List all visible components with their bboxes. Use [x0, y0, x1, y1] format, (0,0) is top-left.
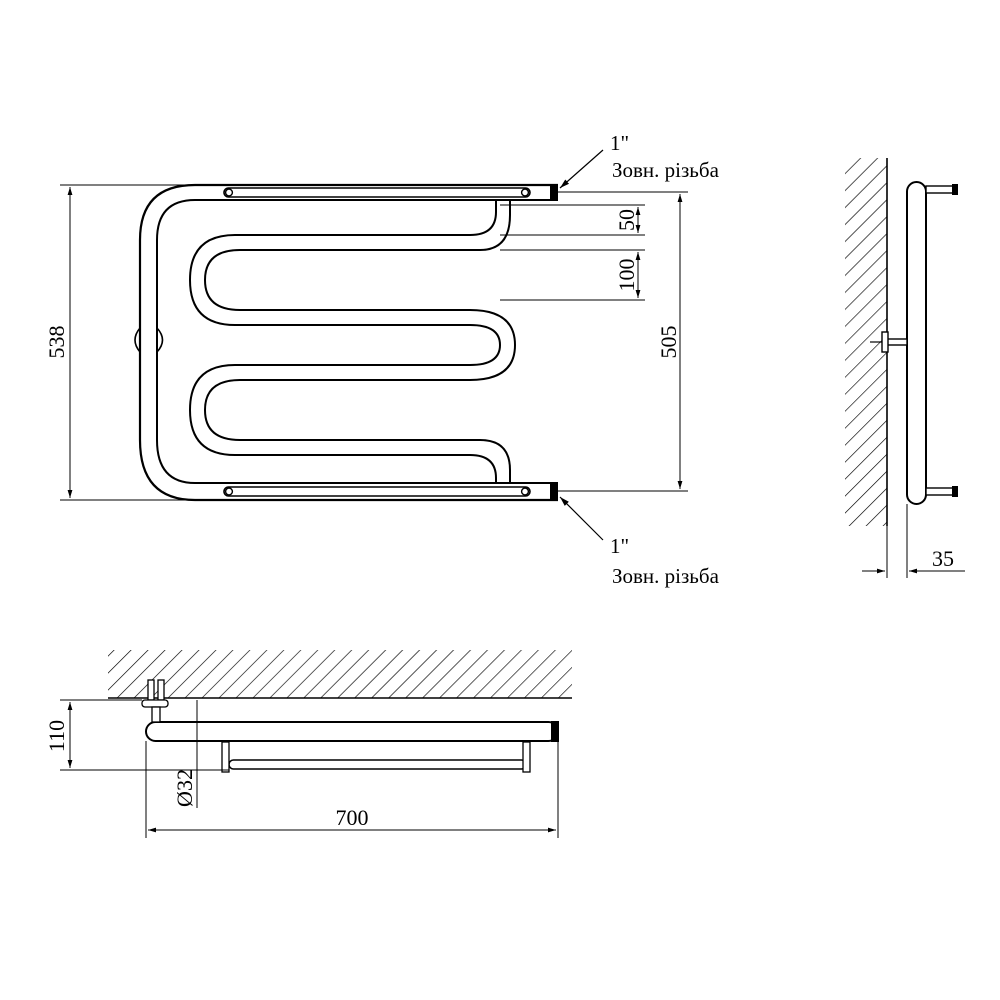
bottom-bar-screw-left	[224, 487, 234, 496]
dim-505: 505	[656, 326, 681, 359]
top-bar-screw-right	[520, 188, 530, 197]
top-thread-end	[550, 184, 558, 201]
top-wall-hatch	[108, 650, 572, 698]
bottom-bar-screw-right	[520, 487, 530, 496]
dim-50: 50	[614, 209, 639, 231]
bottom-thread-label: Зовн. різьба	[612, 564, 720, 588]
top-tube	[145, 721, 559, 742]
bottom-thread-end	[550, 482, 558, 499]
top-thread-label: Зовн. різьба	[612, 158, 720, 182]
dim-700: 700	[336, 805, 369, 830]
bottom-thread-size: 1"	[610, 534, 629, 558]
top-bar-screw-left	[224, 188, 234, 197]
side-view	[845, 158, 965, 578]
front-view	[60, 149, 688, 541]
top-thread-size: 1"	[610, 131, 629, 155]
dim-35: 35	[932, 546, 954, 571]
side-tube	[906, 181, 927, 505]
dim-110: 110	[44, 720, 69, 752]
serpentine-tube-outer	[203, 200, 517, 483]
top-view	[60, 650, 572, 838]
dim-100: 100	[614, 259, 639, 292]
serpentine-tube-inner	[188, 200, 502, 483]
frame-tube-inner	[156, 199, 558, 484]
frame-tube-outer	[138, 183, 558, 502]
wall-bracket	[134, 327, 141, 353]
top-towel-bar	[223, 187, 531, 198]
dim-diameter-32: Ø32	[172, 769, 197, 807]
top-view-towel-bar	[228, 759, 527, 770]
bottom-towel-bar	[223, 486, 531, 497]
dim-538: 538	[44, 326, 69, 359]
